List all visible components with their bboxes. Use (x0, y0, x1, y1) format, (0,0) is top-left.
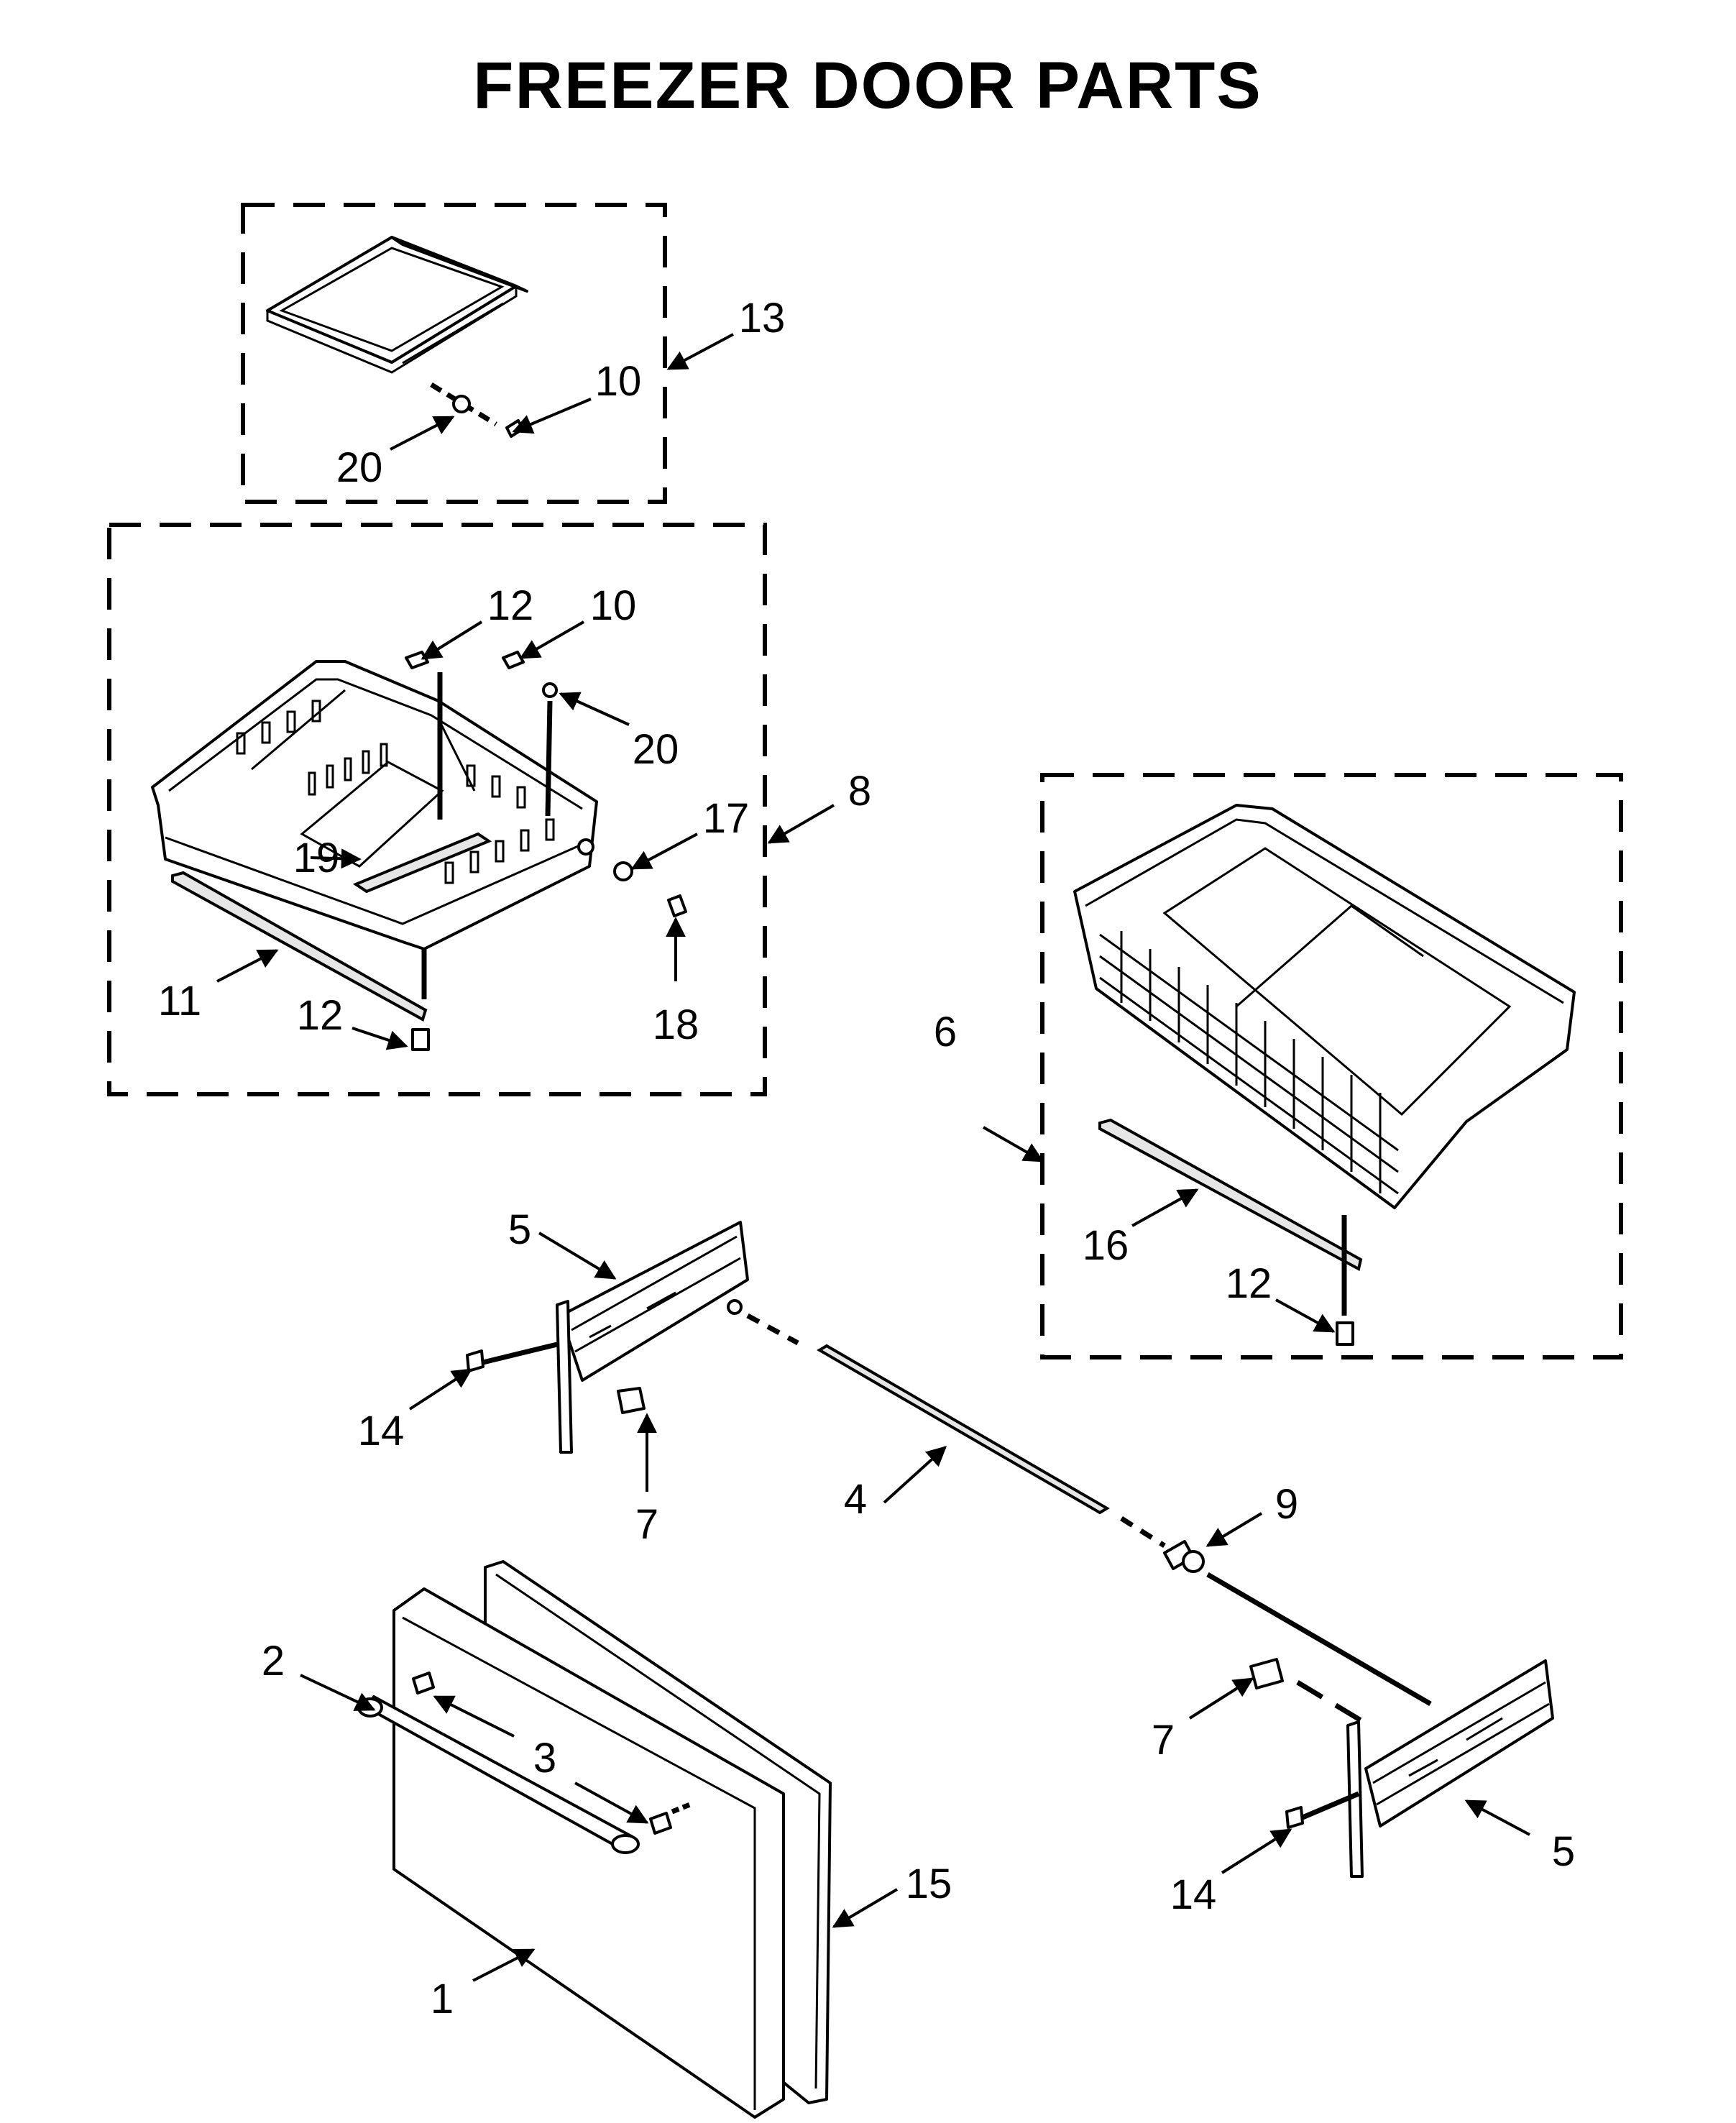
drawer-fasteners (405, 651, 687, 1051)
group-box-8 (107, 523, 767, 1096)
callout-9: 9 (1275, 1481, 1298, 1528)
group-box-6 (1040, 773, 1623, 1359)
callout-4: 4 (844, 1476, 867, 1523)
callout-7: 7 (635, 1501, 658, 1548)
trim-strip-11 (171, 871, 428, 1022)
shelf-tray (266, 236, 528, 374)
diagram-title: FREEZER DOOR PARTS (473, 49, 1262, 122)
slide-rail-left (556, 1221, 749, 1454)
callout-14: 14 (1170, 1871, 1217, 1918)
callout-14: 14 (358, 1408, 405, 1454)
screw-shelf (430, 382, 524, 438)
upper-drawer (151, 660, 598, 950)
callout-5: 5 (1552, 1828, 1575, 1875)
trim-strip-16 (1098, 1118, 1363, 1272)
callout-10: 10 (590, 582, 637, 629)
callout-12: 12 (297, 992, 344, 1039)
connecting-rod (746, 1313, 1166, 1548)
callout-20: 20 (633, 726, 679, 773)
callout-7: 7 (1152, 1717, 1175, 1764)
divider-19 (352, 832, 492, 894)
callout-16: 16 (1083, 1222, 1129, 1269)
screw-7-right (1249, 1658, 1371, 1728)
callout-13: 13 (739, 295, 786, 341)
group-box-13 (241, 203, 667, 504)
clip-14-left (466, 1342, 558, 1372)
callout-5: 5 (508, 1206, 531, 1253)
screw-7-left (617, 1387, 646, 1414)
callout-labels: 13 10 20 12 10 20 8 17 19 11 12 18 6 16 … (158, 295, 1575, 2022)
callout-3: 3 (533, 1735, 556, 1782)
callout-20: 20 (336, 444, 383, 491)
callout-1: 1 (431, 1976, 454, 2022)
callout-8: 8 (848, 768, 871, 815)
slide-rail-right (1346, 1659, 1554, 1878)
callout-17: 17 (703, 795, 750, 842)
door-handle (357, 1695, 640, 1854)
callout-2: 2 (262, 1638, 285, 1684)
screw-basket (1336, 1215, 1354, 1346)
callout-6: 6 (934, 1009, 957, 1055)
callout-11: 11 (158, 978, 201, 1024)
clip-14-right (1285, 1791, 1360, 1829)
handle-screws (412, 1672, 692, 1835)
freezer-basket (1073, 804, 1576, 1209)
leader-lines (216, 333, 1530, 1982)
callout-12: 12 (487, 582, 534, 629)
callout-10: 10 (595, 358, 642, 405)
callout-18: 18 (653, 1001, 699, 1048)
rod-bushing-9 (1163, 1540, 1432, 1707)
callout-15: 15 (906, 1861, 952, 1907)
callout-12: 12 (1226, 1260, 1272, 1307)
callout-19: 19 (293, 835, 340, 881)
freezer-door-panel (392, 1587, 785, 2119)
